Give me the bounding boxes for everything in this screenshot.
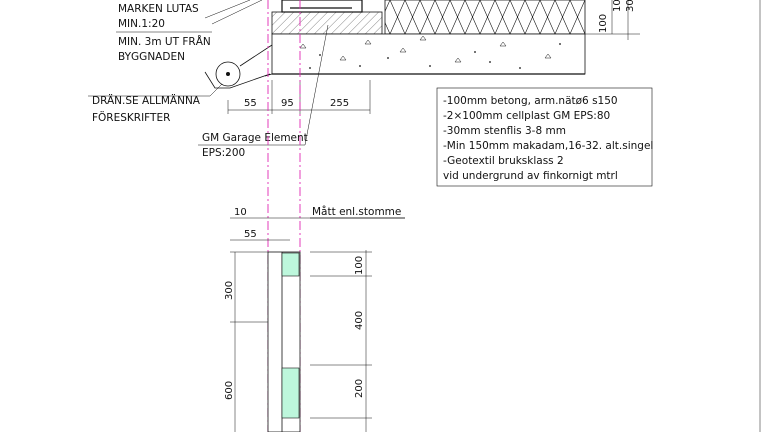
element-note: GM Garage Element EPS:200 (198, 24, 329, 159)
dim-left-300: 300 (224, 281, 235, 300)
right-dimensions: 100 10 30 (585, 0, 640, 40)
layer-6: vid undergrund av finkornigt mtrl (443, 170, 618, 182)
slab-section (204, 0, 586, 89)
dim-section-100: 100 (354, 256, 365, 275)
gravel-layer (271, 33, 586, 75)
element-material: EPS:200 (202, 147, 245, 159)
insulation-block-bottom (281, 367, 300, 419)
dim-section-10: 10 (234, 207, 247, 218)
drain-note-1: DRÄN.SE ALLMÄNNA (92, 94, 201, 107)
element-name: GM Garage Element (202, 132, 308, 144)
layer-4: -Min 150mm makadam,16-32. alt.singel (443, 140, 653, 152)
layer-1: -100mm betong, arm.nätø6 s150 (443, 95, 618, 107)
dim-section-200: 200 (354, 379, 365, 398)
slope-distance-2: BYGGNADEN (118, 51, 185, 63)
dim-left-600: 600 (224, 381, 235, 400)
slope-note: MARKEN LUTAS MIN.1:20 MIN. 3m UT FRÅN BY… (116, 3, 212, 63)
dim-section-55: 55 (244, 229, 257, 240)
drain-note-2: FÖRESKRIFTER (92, 111, 170, 124)
measure-note: Mått enl.stomme (312, 205, 401, 218)
slope-distance-1: MIN. 3m UT FRÅN (118, 35, 211, 48)
top-dimensions: 55 95 255 (227, 80, 371, 114)
slope-title: MARKEN LUTAS (118, 3, 199, 15)
insulation-layer (384, 0, 586, 35)
layer-5: -Geotextil bruksklass 2 (443, 155, 564, 167)
dim-section-400: 400 (354, 311, 365, 330)
layer-2: -2×100mm cellplast GM EPS:80 (443, 110, 610, 122)
layer-3: -30mm stenflis 3-8 mm (443, 125, 566, 137)
drain-note: DRÄN.SE ALLMÄNNA FÖRESKRIFTER (88, 83, 223, 124)
dim-255: 255 (330, 98, 349, 109)
layers-legend: -100mm betong, arm.nätø6 s150 -2×100mm c… (436, 87, 653, 187)
dim-right-100: 100 (598, 14, 609, 33)
drain-pipe (215, 61, 241, 87)
wall-section (267, 251, 301, 432)
edge-element-top (281, 0, 363, 13)
section-right-dimensions: 100 400 200 (310, 250, 372, 432)
left-dimensions: 300 600 (224, 251, 268, 432)
dim-55: 55 (244, 98, 257, 109)
insulation-block-top (281, 252, 300, 277)
slope-ratio: MIN.1:20 (118, 18, 165, 30)
section-top-dims: 10 55 Mått enl.stomme (230, 205, 405, 241)
dim-right-10: 10 (612, 0, 623, 12)
dim-right-30: 30 (625, 0, 636, 12)
dim-95: 95 (281, 98, 294, 109)
